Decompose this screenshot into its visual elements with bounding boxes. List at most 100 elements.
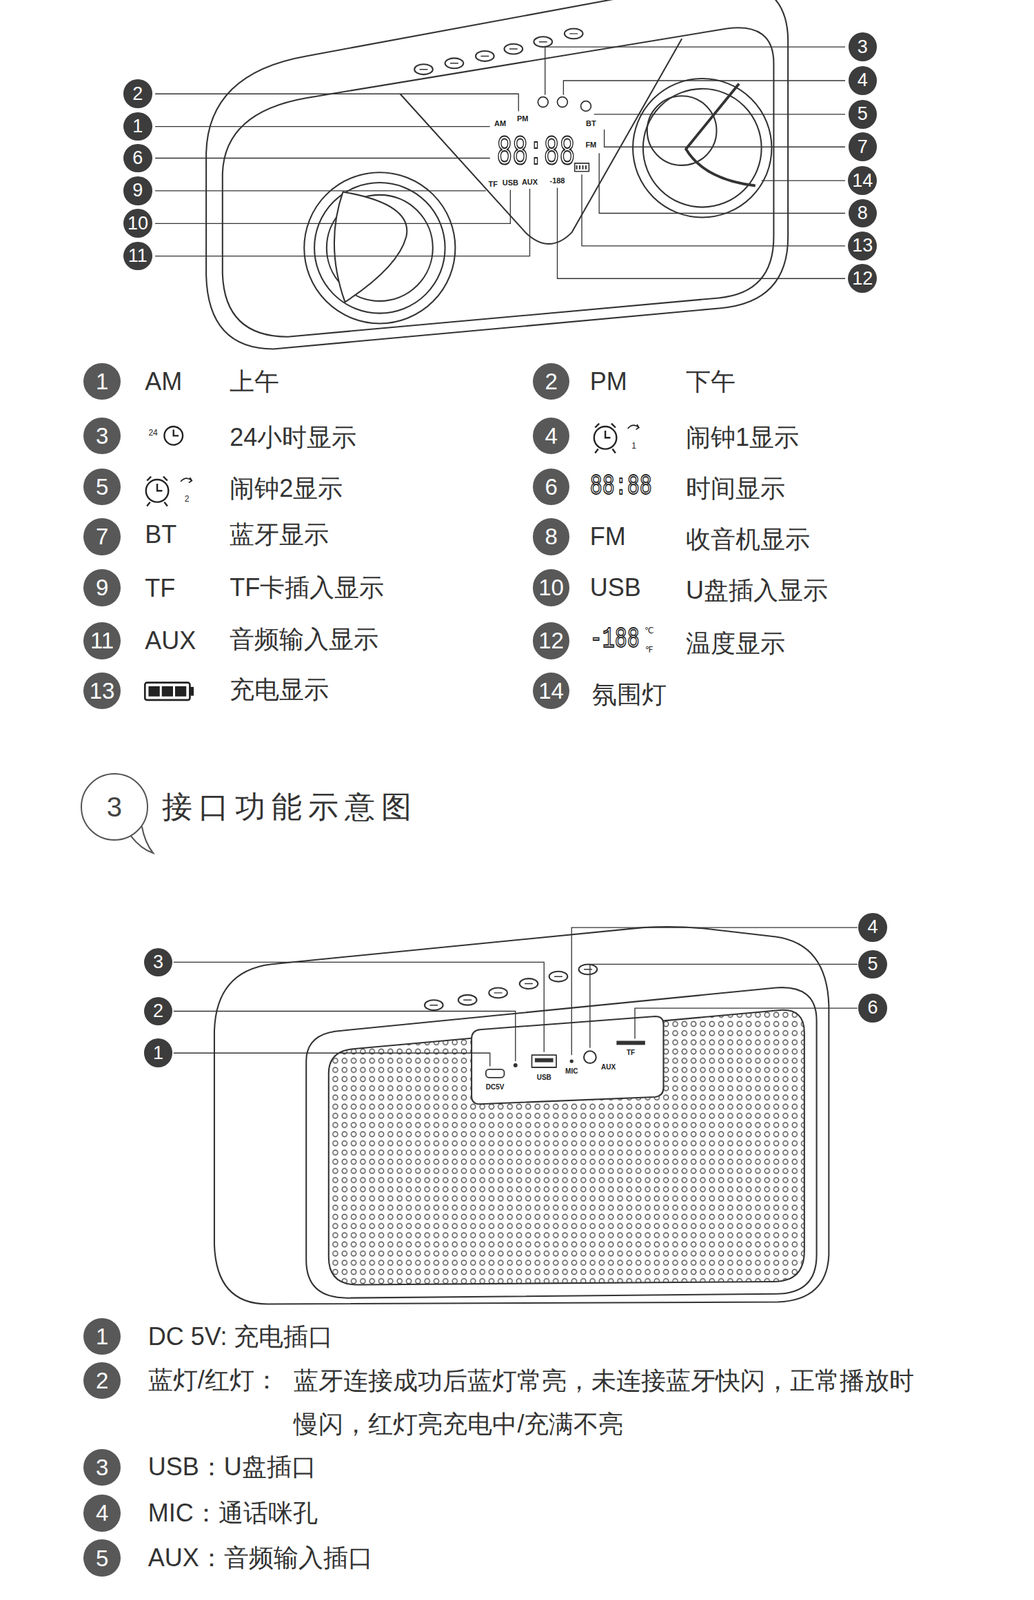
note-text: 蓝牙连接成功后蓝灯常亮，未连接蓝牙快闪，正常播放时慢闪，红灯亮充电中/充满不亮 [293,1359,921,1447]
callout-number: 2 [123,79,152,108]
number-text: 12 [538,629,564,653]
number-text: 6 [867,998,879,1018]
callout-number: 5 [848,99,877,129]
number-text: 2 [95,1369,109,1393]
legend-text: 下午 [685,366,736,397]
usb-tongue [534,1058,554,1063]
repeat-arrow [627,424,640,430]
number-text: 5 [95,475,109,499]
dc-port [485,1069,505,1079]
speaker-body [206,0,788,349]
legend-number: 5 [83,1539,120,1577]
segment-readout: -188 [590,625,640,655]
number-text: 7 [857,137,868,157]
port-label: DC5V [485,1084,505,1092]
battery-bars [576,165,586,170]
legend-number: 12 [532,622,570,660]
alarm-details [146,477,168,507]
callout-number: 11 [123,241,152,271]
number-text: 4 [544,424,557,448]
legend-text: 蓝牙显示 [229,519,329,550]
legend-number: 13 [83,672,120,710]
number-text: 8 [544,525,557,549]
legend-text: PM [590,366,628,397]
callout-number: 4 [858,913,887,942]
legend-text: USB：U盘插口 [148,1453,317,1483]
callout-number: 6 [858,994,887,1023]
callout-number: 3 [144,948,173,977]
callout-number: 10 [123,208,153,238]
mic-hole [570,1059,574,1063]
number-text: 9 [132,181,143,200]
callout-number: 5 [858,950,887,979]
leader-line [571,927,858,1056]
legend-number: 5 [83,468,120,506]
leader-line [155,190,486,191]
legend-text: AUX [144,625,196,656]
clock-hands [173,429,179,436]
icon-digit: 1 [631,441,637,451]
number-text: 14 [538,679,564,703]
segment-readout: 88:88 [590,472,653,502]
leader-line [556,187,846,279]
display-indicator: FM [584,141,597,149]
number-text: 3 [857,37,868,57]
clock-icon [537,97,549,108]
leader-line [155,188,530,257]
number-text: 3 [95,424,109,448]
right-speaker-ring [643,88,762,208]
section-title: 接口功能示意图 [161,789,418,826]
callout-number: 14 [847,166,877,196]
leader-line [173,1053,491,1067]
icon-digit: 2 [184,494,190,504]
icon-digit: ℉ [645,645,653,655]
leader-line [155,93,519,111]
number-text: 3 [106,793,123,821]
callout-number: 4 [848,66,877,95]
number-text: 13 [89,679,116,703]
legend-number: 3 [83,417,120,455]
leader-line [634,1008,858,1039]
legend-text: 氛围灯 [592,680,667,711]
right-speaker-cone [647,95,717,166]
number-text: 10 [538,576,564,600]
number-text: 13 [852,236,873,256]
callout-number: 6 [123,144,152,173]
tf-slot [616,1040,645,1046]
callout-number: 13 [847,231,877,261]
number-text: 5 [95,1547,109,1571]
ambient-light [685,83,756,186]
display-indicator: -188 [548,177,566,185]
battery-bar [148,686,160,697]
legend-number: 6 [532,468,570,506]
right-speaker-ring [632,78,772,218]
status-led [513,1063,518,1068]
button-mark [419,33,579,70]
number-text: 5 [857,104,868,124]
callout-number: 1 [144,1038,173,1068]
leader-line [545,46,846,96]
callout-number: 3 [848,32,877,61]
alarm-icon [556,97,568,108]
port-label: AUX [601,1064,616,1072]
legend-text: 24小时显示 [229,423,357,453]
legend-text: 充电显示 [229,674,329,705]
number-text: 6 [544,475,557,499]
left-speaker-light [334,191,407,302]
number-text: 2 [544,370,557,393]
leader-line [173,1011,516,1063]
alarm-details [594,423,616,454]
legend-number: 2 [532,363,570,400]
grille-frame [306,987,817,1299]
callout-number: 1 [123,112,152,141]
leader-line [173,962,545,1052]
display-indicator: BT [585,119,597,128]
number-text: 5 [867,955,879,975]
callout-number: 7 [848,132,877,161]
legend-text: MIC：通话咪孔 [148,1498,318,1529]
number-text: 2 [132,84,143,104]
legend-text: 闹钟2显示 [229,474,343,504]
legend-number: 10 [532,569,570,606]
aux-jack [583,1051,597,1064]
port-label: USB [536,1074,552,1082]
